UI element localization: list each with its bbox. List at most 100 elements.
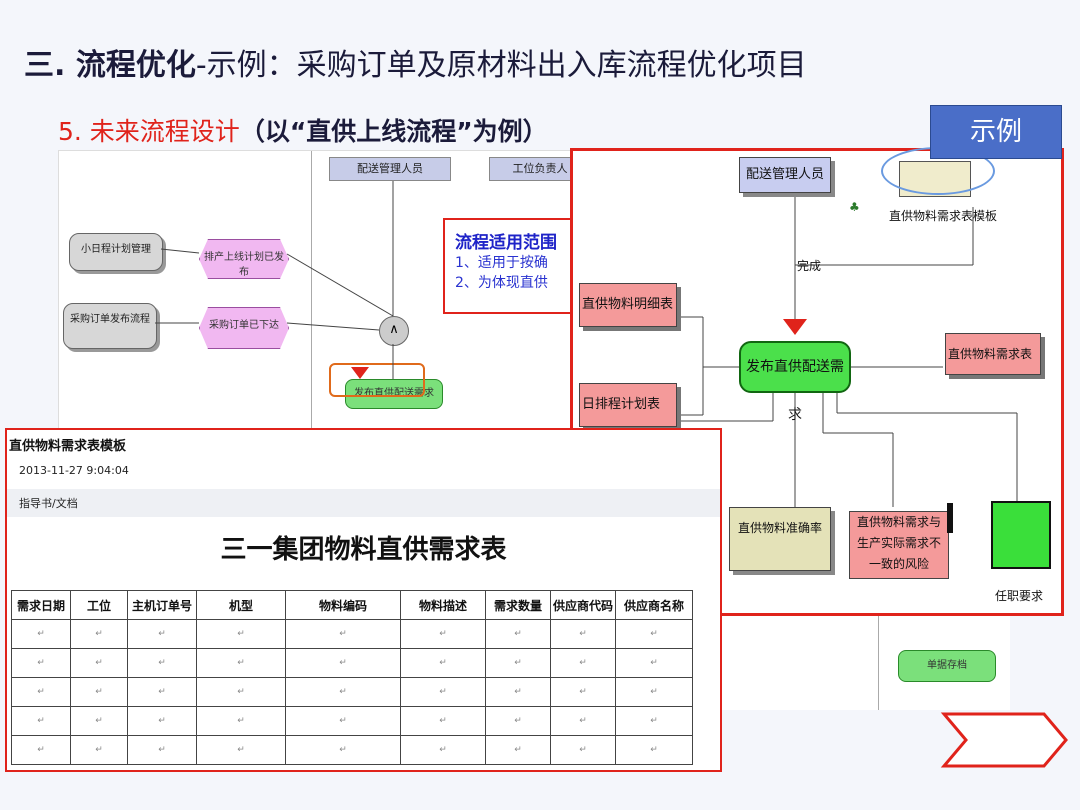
table-cell: ↵ (485, 735, 551, 765)
kpi-box: 直供物料准确率 (729, 507, 831, 571)
table-cell: ↵ (196, 648, 286, 678)
column-header: 工位 (70, 590, 128, 620)
table-cell: ↵ (196, 735, 286, 765)
table-cell: ↵ (285, 619, 401, 649)
risk-line: 直供物料需求与 (856, 515, 941, 529)
job-requirement-label: 任职要求 (995, 589, 1044, 603)
table-cell: ↵ (400, 619, 486, 649)
table-cell: ↵ (615, 677, 693, 707)
column-header: 需求日期 (11, 590, 71, 620)
lane-divider (878, 610, 879, 710)
template-label: 直供物料需求表模板 (889, 209, 998, 223)
table-row: ↵↵↵↵↵↵↵↵↵ (11, 619, 693, 649)
flow-event: 采购订单已下达 (199, 307, 289, 349)
zoomed-process-diagram: 配送管理人员 ♣ 直供物料需求表模板 完成 直供物料明细表 日排程计划表 发布直… (570, 147, 1064, 616)
table-cell: ↵ (11, 648, 71, 678)
risk-box: 直供物料需求与 生产实际需求不 一致的风险 (849, 511, 949, 579)
column-header: 物料描述 (400, 590, 486, 620)
table-cell: ↵ (615, 648, 693, 678)
table-cell: ↵ (11, 735, 71, 765)
table-header-row: 需求日期 工位 主机订单号 机型 物料编码 物料描述 需求数量 供应商代码 供应… (11, 590, 693, 620)
table-cell: ↵ (196, 677, 286, 707)
table-cell: ↵ (70, 706, 128, 736)
table-cell: ↵ (485, 648, 551, 678)
and-gateway-icon: ∧ (379, 316, 409, 346)
table-cell: ↵ (70, 735, 128, 765)
table-cell: ↵ (485, 706, 551, 736)
complete-label: 完成 (797, 259, 822, 273)
warning-mark-icon (947, 503, 953, 533)
flow-node: 采购订单发布流程 (63, 303, 157, 349)
page-title: 三. 流程优化-示例：采购订单及原材料出入库流程优化项目 (24, 48, 807, 83)
next-slide-arrow-icon[interactable] (940, 712, 1070, 768)
input-doc: 日排程计划表 (579, 383, 677, 427)
scope-box: 流程适用范围 1、适用于按确 2、为体现直供 (443, 218, 575, 314)
example-tab: 示例 (930, 105, 1062, 159)
table-cell: ↵ (127, 706, 197, 736)
table-cell: ↵ (550, 706, 616, 736)
table-cell: ↵ (400, 735, 486, 765)
trigger-arrow-icon (351, 367, 369, 379)
table-cell: ↵ (70, 677, 128, 707)
table-cell: ↵ (127, 735, 197, 765)
table-cell: ↵ (485, 619, 551, 649)
zoom-connectors (663, 191, 1018, 507)
table-row: ↵↵↵↵↵↵↵↵↵ (11, 648, 693, 678)
table-cell: ↵ (285, 677, 401, 707)
table-cell: ↵ (615, 735, 693, 765)
doc-table-title: 三一集团物料直供需求表 (220, 535, 507, 565)
document-preview: 直供物料需求表模板 2013-11-27 9:04:04 指导书/文档 三一集团… (5, 428, 722, 772)
background-flow-lower: 单据存档 (718, 610, 1010, 710)
table-cell: ↵ (70, 648, 128, 678)
doc-date: 2013-11-27 9:04:04 (19, 464, 129, 477)
table-cell: ↵ (550, 677, 616, 707)
role-box: 配送管理人员 (739, 157, 831, 193)
table-cell: ↵ (285, 735, 401, 765)
doc-header: 直供物料需求表模板 (9, 439, 127, 454)
table-cell: ↵ (127, 677, 197, 707)
column-header: 主机订单号 (127, 590, 197, 620)
column-header: 需求数量 (485, 590, 551, 620)
flow-event: 排产上线计划已发布 (199, 239, 289, 279)
table-cell: ↵ (196, 706, 286, 736)
risk-line: 一致的风险 (868, 557, 929, 571)
table-cell: ↵ (400, 706, 486, 736)
job-requirement-icon (991, 501, 1051, 569)
table-cell: ↵ (550, 648, 616, 678)
flow-connectors (155, 181, 394, 379)
table-cell: ↵ (11, 677, 71, 707)
role-person-icon: ♣ (849, 200, 860, 214)
input-doc: 直供物料明细表 (579, 283, 677, 327)
trigger-arrow-icon (783, 319, 807, 335)
main-process-node: 发布直供配送需求 (739, 341, 851, 423)
flow-node: 单据存档 (898, 650, 996, 682)
table-cell: ↵ (485, 677, 551, 707)
table-row: ↵↵↵↵↵↵↵↵↵ (11, 677, 693, 707)
table-cell: ↵ (11, 619, 71, 649)
table-cell: ↵ (615, 706, 693, 736)
table-cell: ↵ (70, 619, 128, 649)
column-header: 机型 (196, 590, 286, 620)
table-row: ↵↵↵↵↵↵↵↵↵ (11, 735, 693, 765)
scope-title: 流程适用范围 (455, 233, 557, 253)
table-row: ↵↵↵↵↵↵↵↵↵ (11, 706, 693, 736)
table-cell: ↵ (615, 619, 693, 649)
lane-divider (311, 151, 312, 431)
flow-node: 小日程计划管理 (69, 233, 163, 271)
table-cell: ↵ (400, 648, 486, 678)
table-cell: ↵ (11, 706, 71, 736)
section-subtitle: 5. 未来流程设计（以“直供上线流程”为例） (58, 117, 548, 146)
table-cell: ↵ (127, 619, 197, 649)
highlight-circle (329, 363, 425, 397)
column-header: 供应商名称 (615, 590, 693, 620)
risk-line: 生产实际需求不 (856, 536, 941, 550)
output-doc: 直供物料需求表 (945, 333, 1041, 375)
table-cell: ↵ (400, 677, 486, 707)
flow-node-highlight: 发布直供配送需求 (345, 379, 443, 409)
table-cell: ↵ (285, 648, 401, 678)
table-cell: ↵ (550, 735, 616, 765)
scope-line: 1、适用于按确 (455, 255, 548, 271)
table-cell: ↵ (550, 619, 616, 649)
column-header: 供应商代码 (550, 590, 616, 620)
scope-line: 2、为体现直供 (455, 275, 548, 291)
